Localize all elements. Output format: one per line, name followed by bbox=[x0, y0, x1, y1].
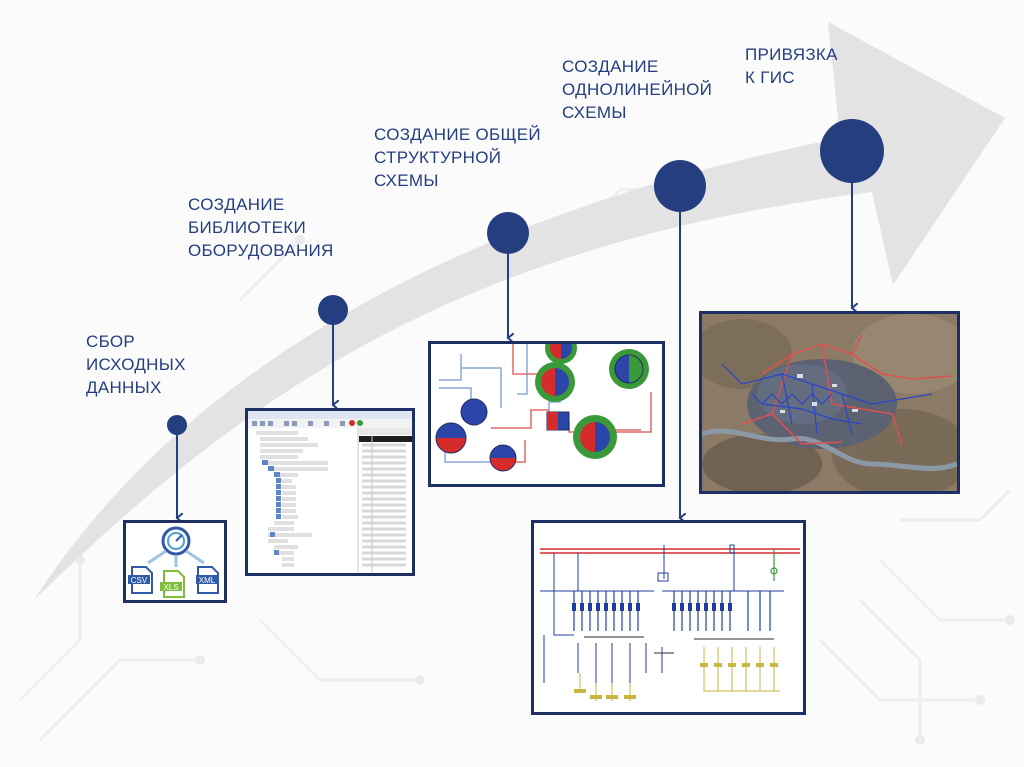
panel-equipment-library bbox=[245, 408, 415, 576]
scheme-node bbox=[546, 411, 570, 431]
scheme-node bbox=[545, 344, 577, 364]
satellite-map bbox=[702, 314, 957, 491]
step-marker-3 bbox=[487, 212, 529, 254]
step-label-4: Созданиеоднолинейнойсхемы bbox=[562, 57, 713, 122]
single-line-scheme-illustration bbox=[534, 523, 803, 712]
step-marker-4 bbox=[654, 160, 706, 212]
csv-file-icon: CSV bbox=[128, 566, 153, 594]
step-label-2: Созданиебиблиотекиоборудования bbox=[188, 195, 334, 260]
scheme-node bbox=[535, 362, 575, 402]
scheme-node bbox=[435, 422, 467, 454]
source-data-illustration: CSV XLS XML bbox=[128, 526, 219, 598]
panel-gis-map bbox=[699, 311, 960, 494]
step-label-1: Сборисходныхданных bbox=[86, 332, 186, 397]
scheme-node bbox=[460, 398, 488, 426]
svg-text:CSV: CSV bbox=[131, 576, 148, 585]
panel-source-data: CSV XLS XML bbox=[123, 520, 227, 603]
svg-text:XML: XML bbox=[199, 576, 216, 585]
panel-single-line-scheme bbox=[531, 520, 806, 715]
structural-scheme-illustration bbox=[435, 344, 652, 472]
step-label-5: Привязкак ГИС bbox=[745, 45, 838, 87]
yellow-feeders bbox=[579, 647, 780, 701]
step-marker-5 bbox=[820, 119, 884, 183]
blue-network bbox=[721, 363, 933, 435]
library-window-thumbnail bbox=[248, 411, 412, 573]
gauge-icon bbox=[161, 526, 191, 556]
progress-arrow bbox=[34, 22, 1005, 600]
scheme-node bbox=[609, 349, 649, 389]
step-marker-1 bbox=[167, 415, 187, 435]
scheme-node bbox=[489, 444, 517, 472]
step-marker-2 bbox=[318, 295, 348, 325]
green-feeder bbox=[770, 549, 778, 581]
scheme-node bbox=[573, 415, 617, 459]
xls-file-icon: XLS bbox=[160, 570, 185, 598]
red-network bbox=[741, 333, 953, 445]
circuit-pattern bbox=[18, 188, 1012, 742]
river bbox=[702, 428, 957, 471]
panel-structural-scheme bbox=[428, 341, 665, 487]
svg-text:XLS: XLS bbox=[163, 583, 178, 592]
xml-file-icon: XML bbox=[196, 566, 219, 594]
step-label-3: Создание общейструктурнойсхемы bbox=[374, 125, 541, 190]
